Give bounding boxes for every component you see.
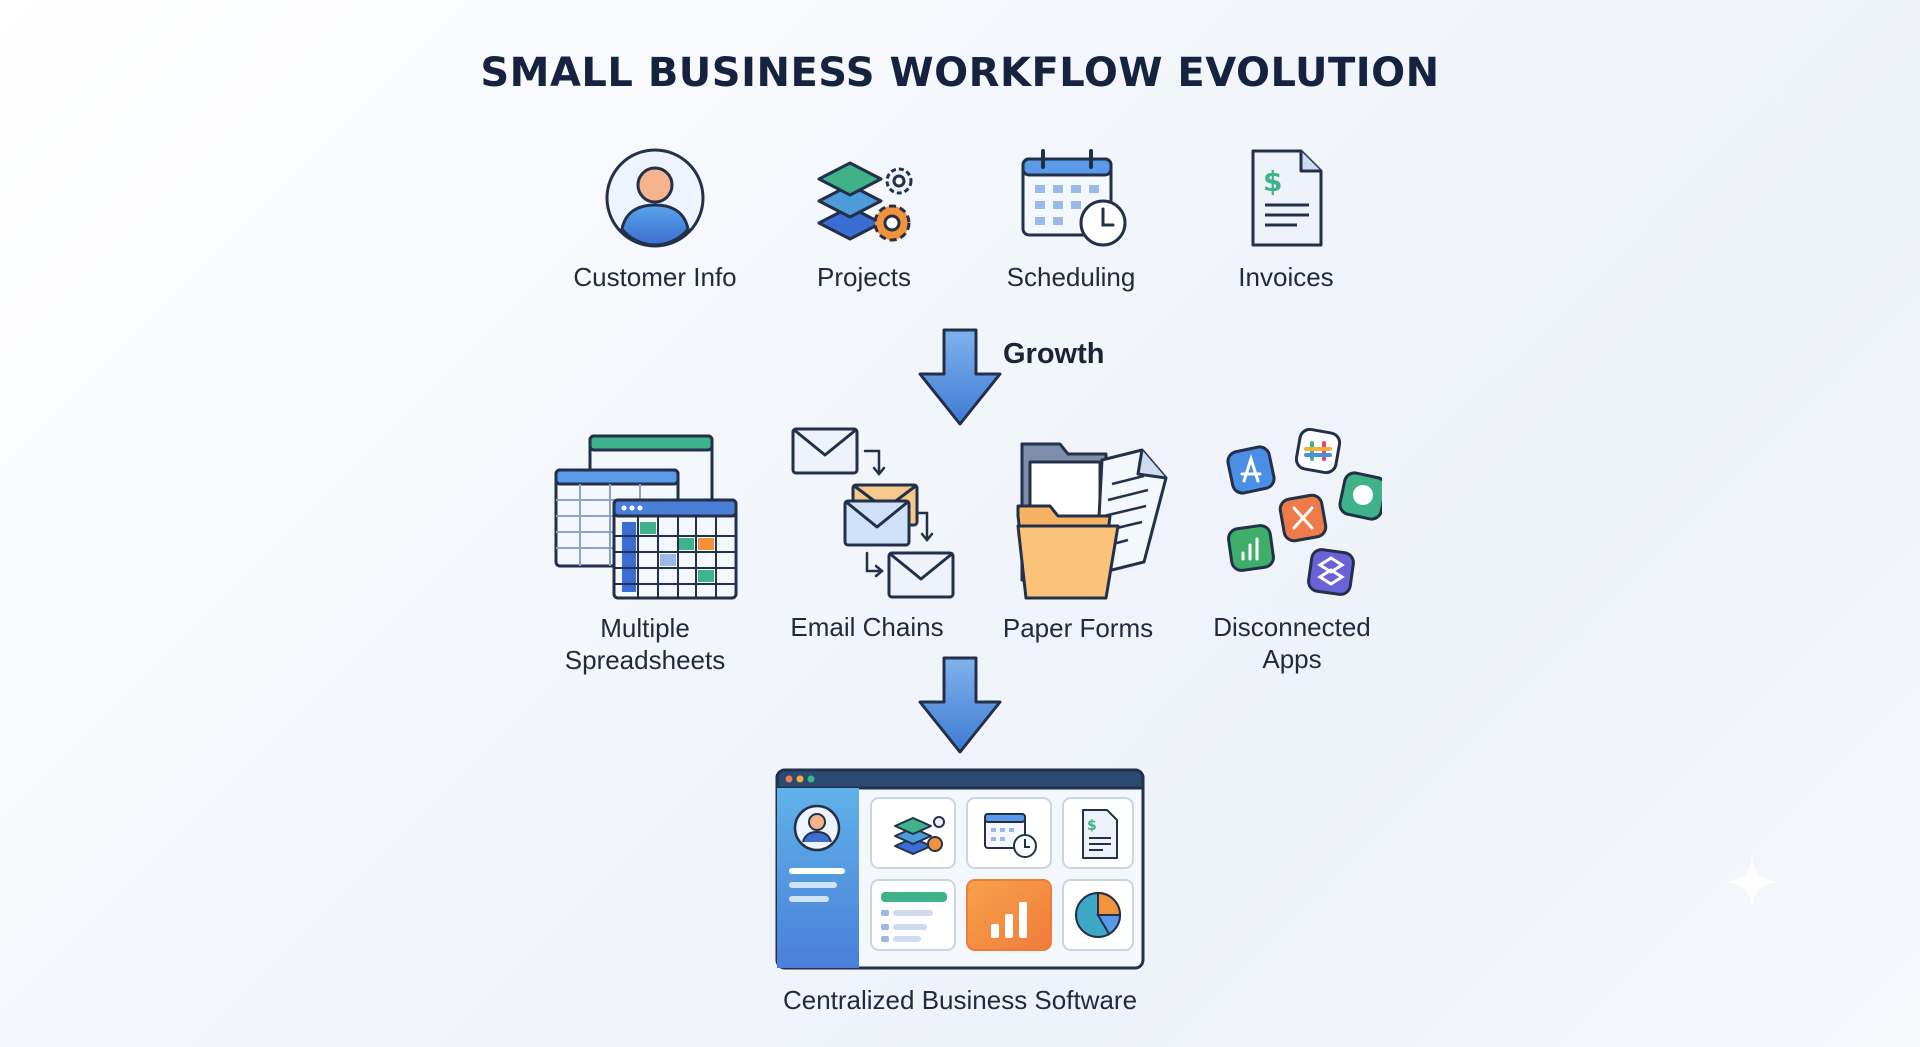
stage1-customer-info: Customer Info: [555, 145, 755, 293]
label-invoices: Invoices: [1238, 262, 1334, 292]
label-customer-info: Customer Info: [573, 262, 737, 292]
layers-gear-icon: [817, 161, 913, 242]
app-icons-cluster: [1226, 427, 1382, 596]
stage1-invoices: $ Invoices: [1186, 145, 1386, 293]
user-icon: [605, 148, 705, 248]
growth-label: Growth: [1003, 338, 1105, 370]
svg-text:$: $: [1263, 165, 1282, 198]
label-projects: Projects: [817, 262, 911, 292]
dashboard-window-icon: $: [775, 768, 1145, 970]
spreadsheets-icon: [554, 434, 738, 600]
down-arrow-icon-2: [918, 656, 1002, 754]
svg-text:$: $: [1087, 818, 1097, 834]
email-chain-icon: [791, 427, 955, 599]
stage2-email-chains: Email Chains: [767, 425, 967, 643]
stage3-centralized-software: $ Centralized Business Software: [760, 768, 1160, 1016]
stage1-projects: Projects: [764, 145, 964, 293]
down-arrow-icon: [918, 328, 1002, 426]
folder-papers-icon: [1016, 442, 1168, 600]
label-scheduling: Scheduling: [1006, 262, 1136, 292]
invoice-icon: $: [1251, 149, 1323, 247]
label-email-chains: Email Chains: [790, 612, 944, 642]
stage1-scheduling: Scheduling: [971, 145, 1171, 293]
calendar-clock-icon: [1021, 149, 1127, 247]
label-centralized-software: Centralized Business Software: [782, 985, 1138, 1015]
label-paper-forms: Paper Forms: [1002, 613, 1154, 643]
stage2-paper-forms: Paper Forms: [978, 430, 1178, 644]
sparkle-icon: [1724, 854, 1780, 910]
diagram-title: SMALL BUSINESS WORKFLOW EVOLUTION: [480, 50, 1440, 96]
